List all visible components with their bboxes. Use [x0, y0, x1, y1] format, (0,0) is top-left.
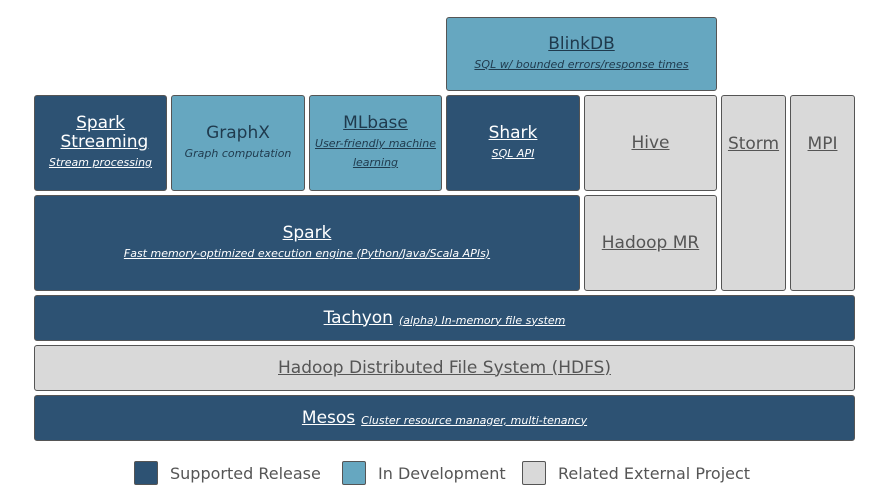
blinkdb-title[interactable]: BlinkDB — [548, 33, 615, 54]
tachyon-title[interactable]: Tachyon — [323, 307, 393, 328]
mesos-box[interactable]: Mesos Cluster resource manager, multi-te… — [34, 395, 855, 441]
storm-box[interactable]: Storm — [721, 95, 786, 291]
mesos-title[interactable]: Mesos — [301, 407, 356, 428]
mlbase-box[interactable]: MLbase User-friendly machine learning — [309, 95, 442, 191]
graphx-box: GraphX Graph computation — [171, 95, 305, 191]
tachyon-box[interactable]: Tachyon (alpha) In-memory file system — [34, 295, 855, 341]
legend-in-development: In Development — [342, 461, 506, 485]
blinkdb-subtitle[interactable]: SQL w/ bounded errors/response times — [474, 57, 689, 71]
legend-swatch-related-external — [522, 461, 546, 485]
legend-label-related-external: Related External Project — [558, 463, 751, 483]
spark-streaming-subtitle[interactable]: Stream processing — [48, 156, 153, 169]
graphx-title: GraphX — [206, 122, 270, 143]
legend-supported-release: Supported Release — [134, 461, 321, 485]
legend-label-supported: Supported Release — [170, 463, 321, 483]
legend-label-in-development: In Development — [378, 463, 506, 483]
legend-swatch-supported — [134, 461, 158, 485]
hive-box[interactable]: Hive — [584, 95, 717, 191]
tachyon-subtitle[interactable]: (alpha) In-memory file system — [398, 313, 566, 327]
hdfs-box[interactable]: Hadoop Distributed File System (HDFS) — [34, 345, 855, 391]
mpi-title[interactable]: MPI — [807, 134, 838, 154]
shark-title[interactable]: Shark — [488, 122, 538, 143]
hdfs-title[interactable]: Hadoop Distributed File System (HDFS) — [278, 357, 611, 378]
graphx-subtitle: Graph computation — [184, 146, 292, 160]
spark-streaming-title[interactable]: Spark Streaming — [60, 113, 149, 152]
legend-swatch-in-development — [342, 461, 366, 485]
storm-title[interactable]: Storm — [727, 134, 780, 154]
hive-title[interactable]: Hive — [631, 132, 670, 153]
hadoop-mr-title[interactable]: Hadoop MR — [601, 232, 700, 253]
spark-streaming-box[interactable]: Spark Streaming Stream processing — [34, 95, 167, 191]
shark-subtitle[interactable]: SQL API — [491, 146, 535, 160]
mlbase-title[interactable]: MLbase — [343, 113, 408, 133]
blinkdb-box[interactable]: BlinkDB SQL w/ bounded errors/response t… — [446, 17, 717, 91]
legend-related-external: Related External Project — [522, 461, 750, 485]
mesos-subtitle[interactable]: Cluster resource manager, multi-tenancy — [361, 413, 588, 427]
shark-box[interactable]: Shark SQL API — [446, 95, 580, 191]
spark-box[interactable]: Spark Fast memory-optimized execution en… — [34, 195, 580, 291]
spark-title[interactable]: Spark — [282, 222, 332, 243]
hadoop-mr-box[interactable]: Hadoop MR — [584, 195, 717, 291]
mpi-box[interactable]: MPI — [790, 95, 855, 291]
spark-subtitle[interactable]: Fast memory-optimized execution engine (… — [123, 246, 491, 260]
mlbase-subtitle[interactable]: User-friendly machine learning — [315, 137, 436, 169]
